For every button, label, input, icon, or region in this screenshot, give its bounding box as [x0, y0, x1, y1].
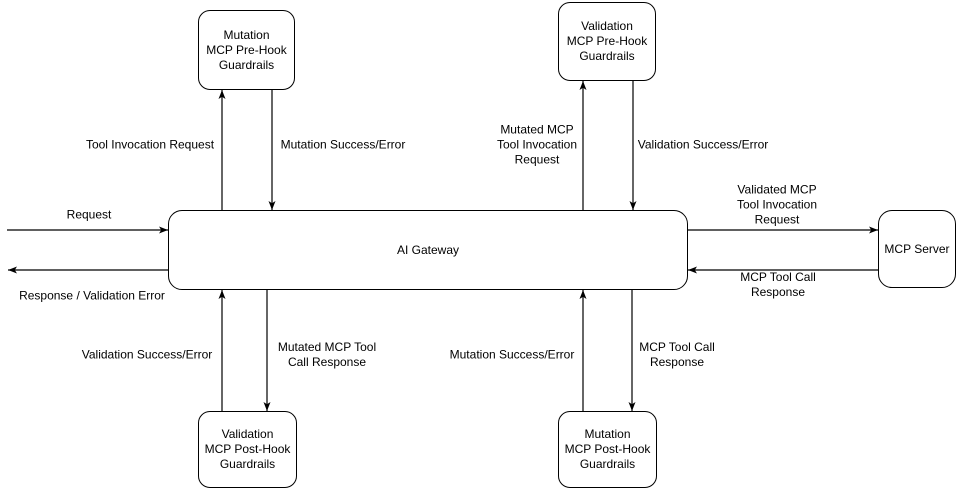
edge-label-validation-success-error-post: Validation Success/Error: [81, 347, 213, 362]
node-label-mcp-server: MCP Server: [884, 241, 950, 256]
node-validation-mcp-pre-hook-guardrails: Validation MCP Pre-Hook Guardrails: [558, 2, 656, 81]
node-label-ai-gateway: AI Gateway: [396, 242, 460, 257]
edge-label-tool-invocation-request: Tool Invocation Request: [85, 137, 215, 152]
edge-label-mcp-tool-call-response-server: MCP Tool Call Response: [740, 270, 816, 299]
edge-label-mutated-mcp-tool-invocation-request: Mutated MCP Tool Invocation Request: [496, 122, 578, 167]
edge-label-response-validation-error: Response / Validation Error: [19, 288, 165, 303]
edge-label-mcp-tool-call-response-post: MCP Tool Call Response: [639, 340, 715, 369]
node-mcp-server: MCP Server: [878, 210, 956, 288]
edge-label-validated-mcp-tool-invocation-request: Validated MCP Tool Invocation Request: [736, 182, 818, 227]
edge-label-validation-success-error-pre: Validation Success/Error: [637, 137, 769, 152]
node-label-mutation-pre-hook: Mutation MCP Pre-Hook Guardrails: [206, 27, 287, 72]
edge-label-request: Request: [66, 207, 112, 222]
node-mutation-mcp-post-hook-guardrails: Mutation MCP Post-Hook Guardrails: [558, 411, 657, 488]
node-mutation-mcp-pre-hook-guardrails: Mutation MCP Pre-Hook Guardrails: [198, 10, 295, 90]
edge-label-mutation-success-error-post: Mutation Success/Error: [449, 347, 575, 362]
edge-label-mutation-success-error-pre: Mutation Success/Error: [280, 137, 406, 152]
node-label-mutation-post-hook: Mutation MCP Post-Hook Guardrails: [564, 427, 651, 471]
node-validation-mcp-post-hook-guardrails: Validation MCP Post-Hook Guardrails: [198, 411, 297, 488]
node-ai-gateway: AI Gateway: [168, 210, 688, 290]
node-label-validation-post-hook: Validation MCP Post-Hook Guardrails: [204, 427, 291, 471]
node-label-validation-pre-hook: Validation MCP Pre-Hook Guardrails: [566, 19, 648, 63]
edge-label-mutated-mcp-tool-call-response: Mutated MCP Tool Call Response: [277, 340, 377, 369]
